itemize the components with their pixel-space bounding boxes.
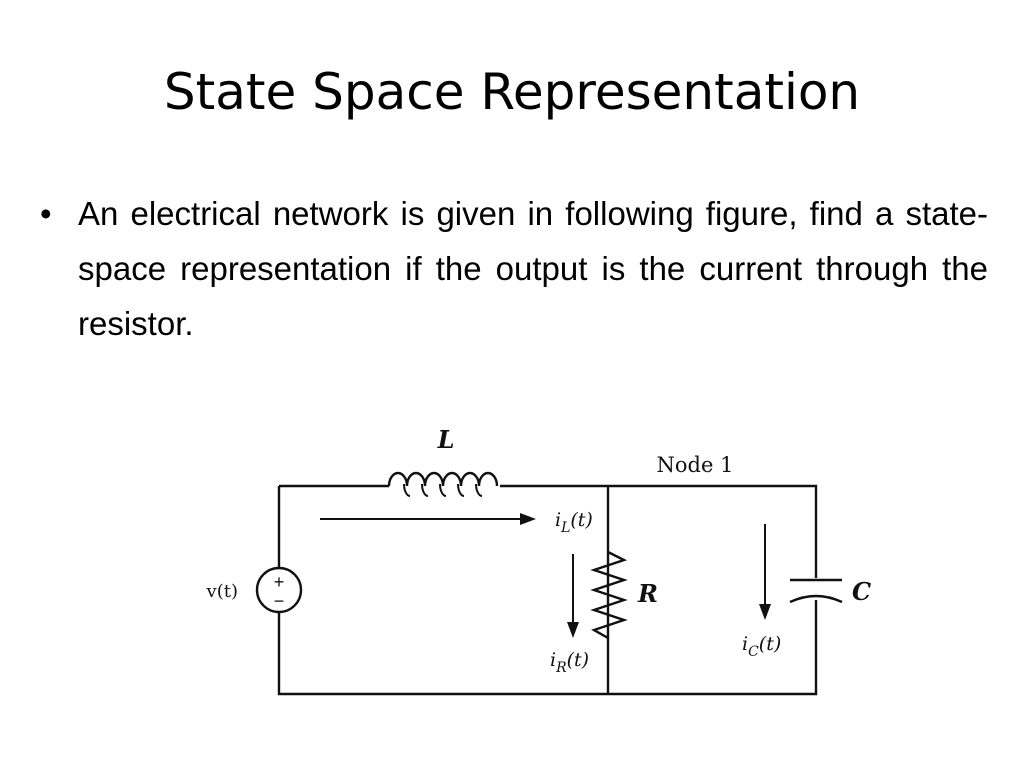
- capacitor-label: C: [852, 577, 871, 606]
- source-plus: +: [274, 572, 285, 592]
- resistor-current-arrow: [567, 554, 579, 638]
- inductor-label: L: [437, 425, 455, 454]
- capacitor: [789, 578, 843, 604]
- bullet-dot-icon: •: [40, 195, 52, 232]
- capacitor-current-arrow: [759, 524, 771, 620]
- bullet-text: An electrical network is given in follow…: [78, 195, 988, 342]
- bullet-item: • An electrical network is given in foll…: [40, 186, 988, 351]
- slide-title: State Space Representation: [163, 63, 861, 121]
- circuit-wires: [277, 484, 818, 696]
- source-label: v(t): [206, 581, 238, 602]
- wire-bottom-right: [277, 484, 818, 696]
- bullet-list: • An electrical network is given in foll…: [40, 186, 988, 351]
- resistor-label: R: [637, 579, 658, 608]
- resistor: [590, 550, 628, 640]
- resistor-current-label: iR(t): [550, 649, 589, 676]
- source-minus: −: [274, 591, 285, 611]
- capacitor-current-label: iC(t): [742, 633, 781, 660]
- inductor: [387, 471, 499, 497]
- node-label: Node 1: [657, 453, 734, 477]
- voltage-source: + −: [255, 566, 303, 614]
- circuit-diagram: L Node 1 + − v(t) iL(t) R iR(t) C iC(t): [206, 425, 871, 696]
- inductor-current-arrow: [320, 513, 536, 525]
- inductor-current-label: iL(t): [555, 509, 593, 536]
